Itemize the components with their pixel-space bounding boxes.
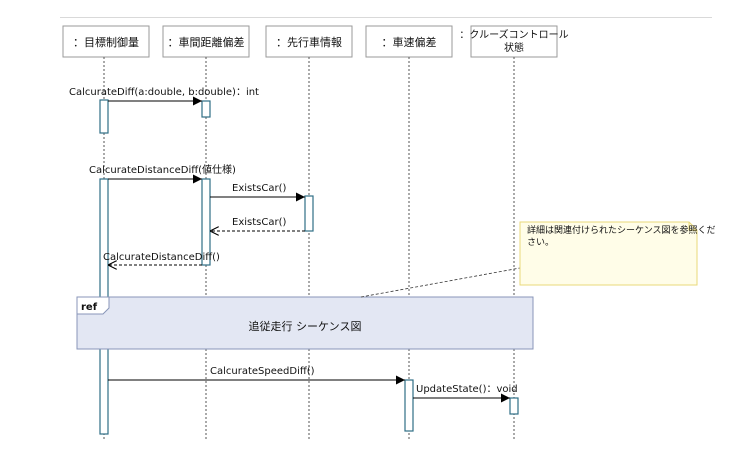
message-label-m4: ExistsCar() bbox=[232, 217, 286, 228]
lifeline-cruise-label: ：クルーズコントロール bbox=[459, 28, 568, 41]
lifeline-cruise-label-2: 状態 bbox=[504, 41, 524, 54]
activation-target-1 bbox=[99, 99, 109, 134]
lifeline-target[interactable]: ：目標制御量 bbox=[62, 25, 150, 58]
ref-frame[interactable]: ref 追従走行 シーケンス図 bbox=[76, 296, 534, 350]
message-label-m5: CalcurateDistanceDiff() bbox=[103, 252, 220, 263]
lifeline-distance-label: ：車間距離偏差 bbox=[168, 35, 245, 49]
message-label-m2: CalcurateDistanceDiff(値仕様) bbox=[89, 163, 236, 176]
lifeline-cruise-state[interactable]: ：クルーズコントロール 状態 bbox=[459, 25, 569, 58]
lifeline-preceding-car[interactable]: ：先行車情報 bbox=[265, 25, 353, 58]
lifeline-speed-label: ：車速偏差 bbox=[382, 35, 437, 49]
lifeline-prev-label: ：先行車情報 bbox=[276, 35, 342, 49]
activation-cruise-1 bbox=[509, 397, 519, 415]
note-line-1: 詳細は関連付けられたシーケンス図を参照くだ bbox=[527, 224, 716, 236]
activation-distance-2 bbox=[201, 178, 211, 266]
message-label-m3: ExistsCar() bbox=[232, 183, 286, 194]
message-label-m7: UpdateState()：void bbox=[416, 384, 518, 395]
message-label-m6: CalcurateSpeedDiff() bbox=[210, 366, 315, 377]
lifeline-dashes bbox=[103, 57, 515, 440]
ref-frame-tag: ref bbox=[81, 302, 98, 313]
note[interactable]: 詳細は関連付けられたシーケンス図を参照くだ さい。 bbox=[519, 221, 716, 286]
message-label-m1: CalcurateDiff(a:double, b:double)：int bbox=[69, 87, 259, 98]
top-border-line bbox=[60, 17, 712, 18]
activation-distance-1 bbox=[201, 100, 211, 118]
ref-frame-text: 追従走行 シーケンス図 bbox=[249, 319, 362, 333]
activation-speed-1 bbox=[404, 379, 414, 432]
lifeline-target-label: ：目標制御量 bbox=[73, 35, 139, 49]
note-anchor-line bbox=[360, 267, 521, 298]
activation-prev-1 bbox=[304, 195, 314, 232]
lifeline-distance-deviation[interactable]: ：車間距離偏差 bbox=[162, 25, 250, 58]
note-line-2: さい。 bbox=[527, 237, 554, 248]
lifeline-speed-deviation[interactable]: ：車速偏差 bbox=[365, 25, 453, 58]
